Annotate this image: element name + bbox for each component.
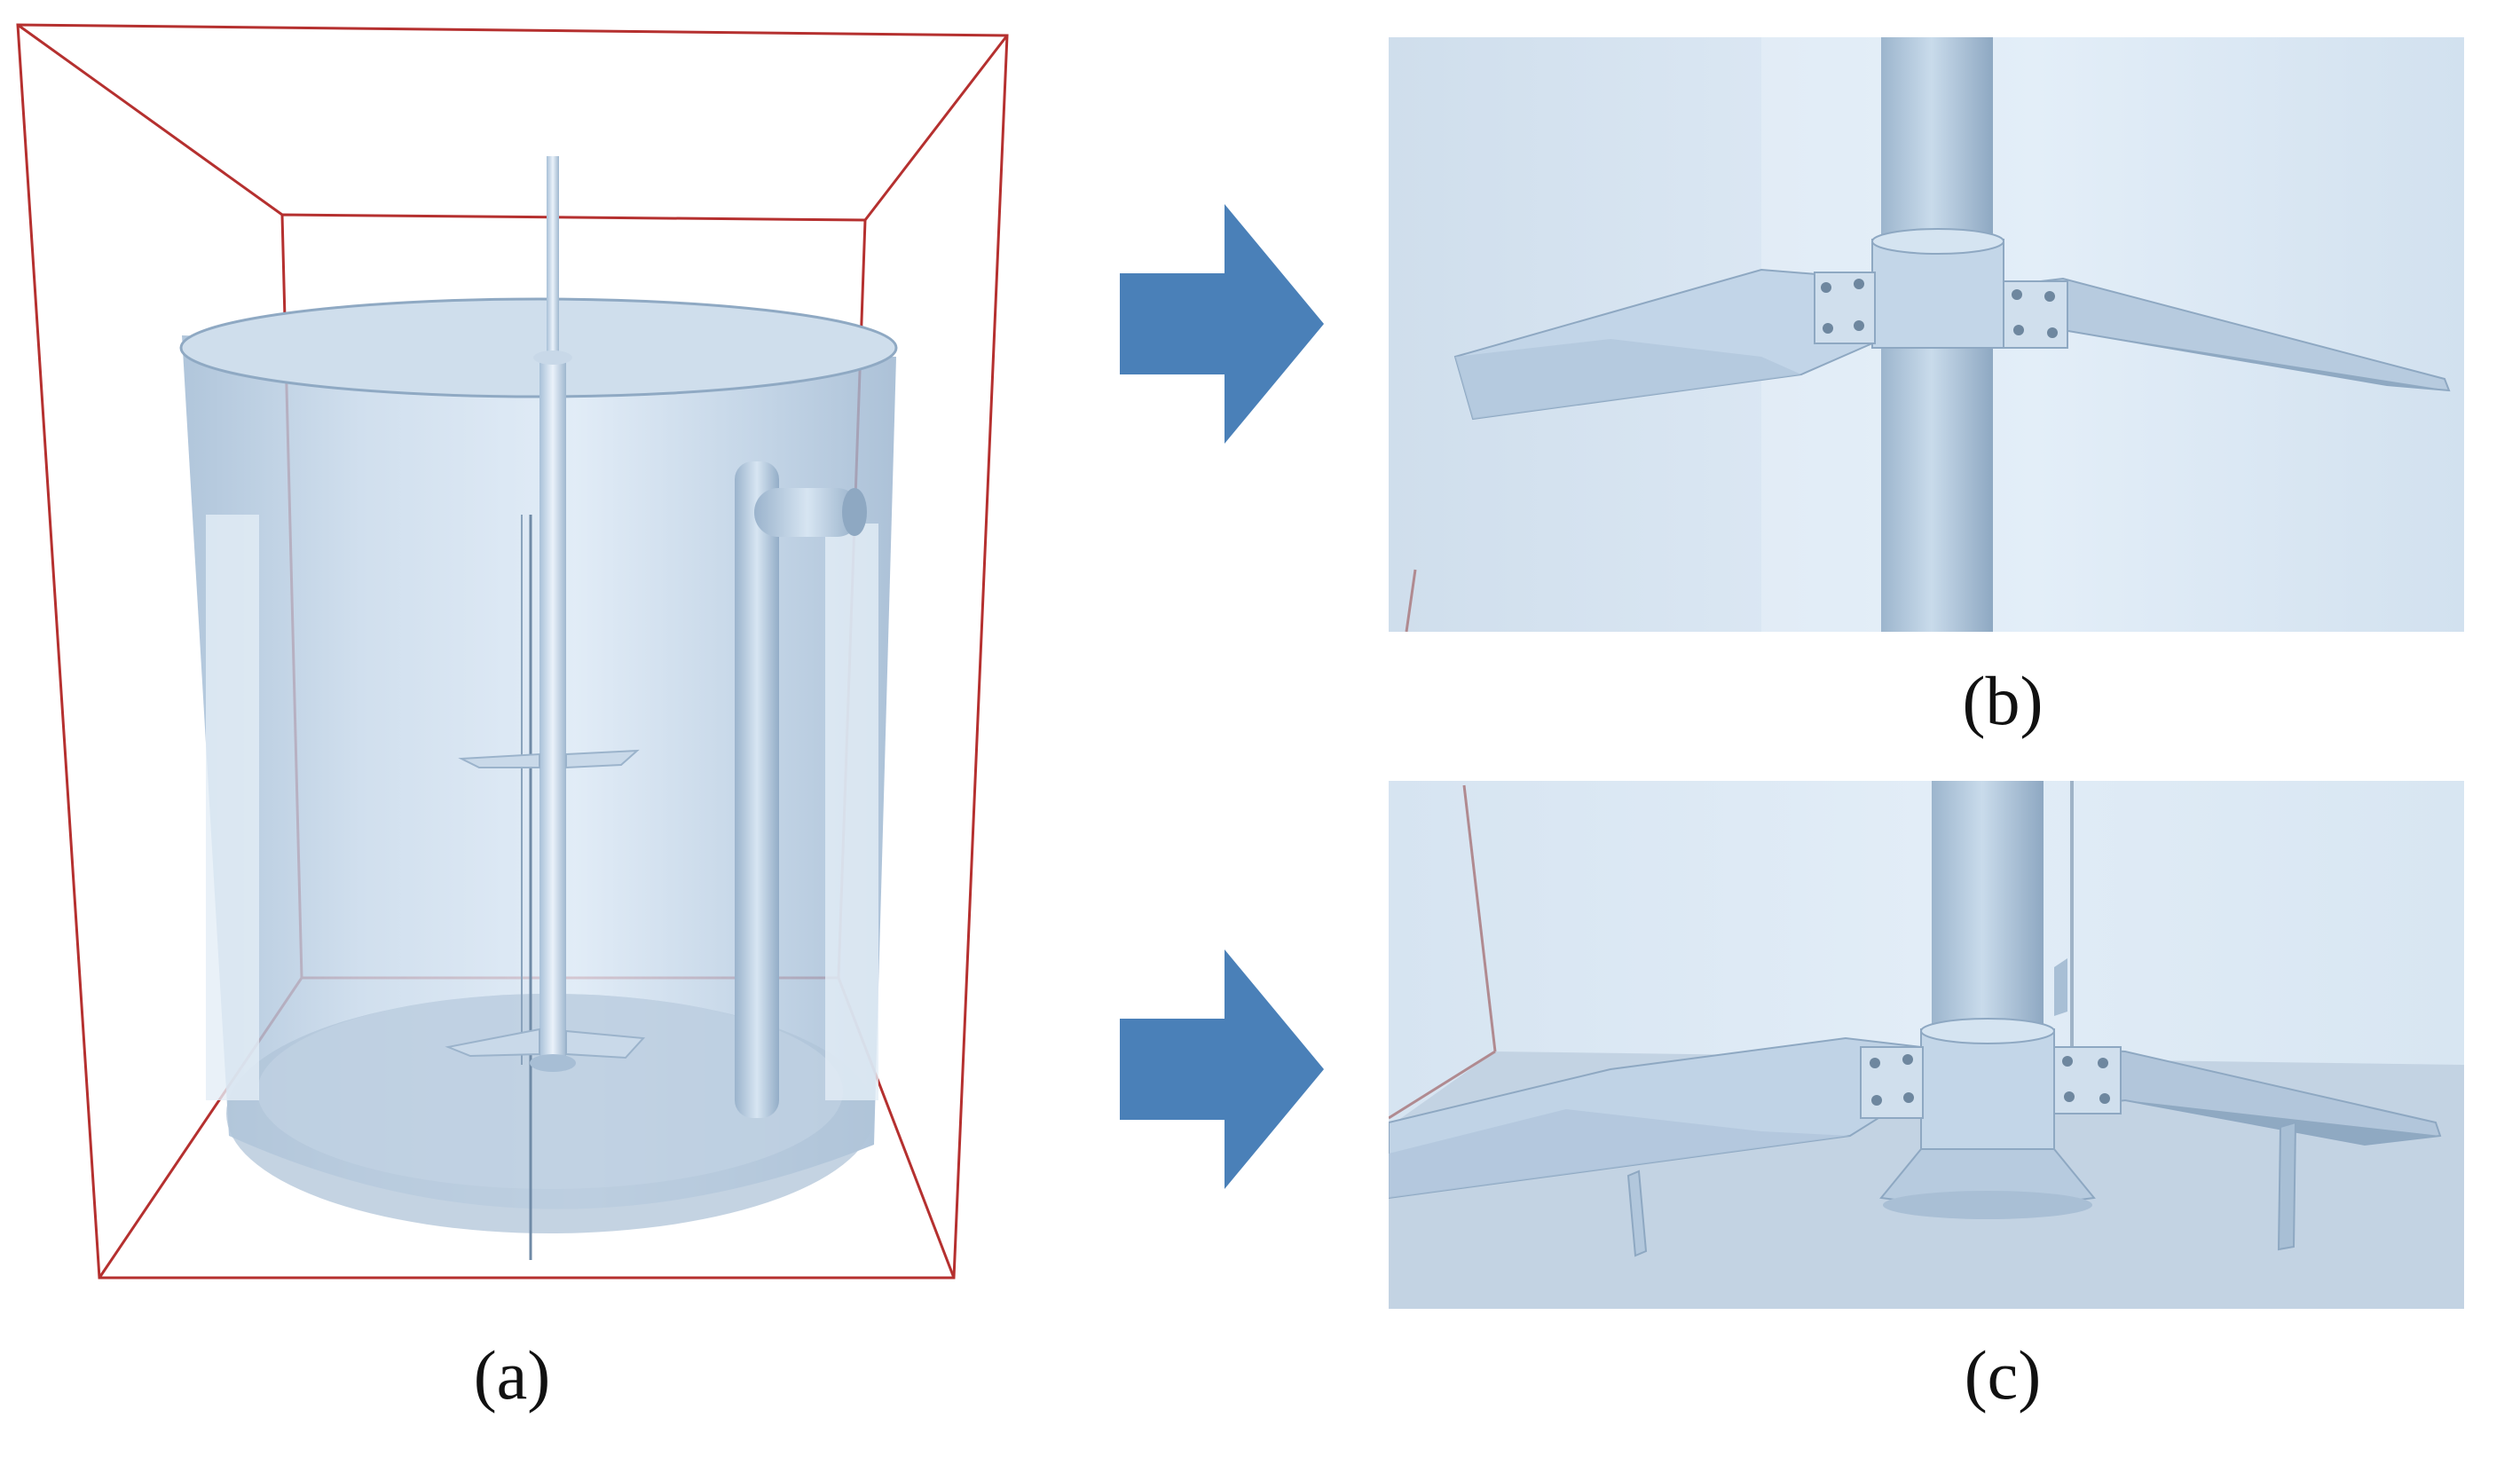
caption-panel-c: (c) (1964, 1336, 2042, 1414)
panel-b-upper-impeller-closeup (1389, 37, 2464, 632)
lower-impeller-render (1389, 781, 2464, 1309)
caption-panel-a: (a) (473, 1336, 551, 1414)
feed-pipe (735, 461, 867, 1118)
arrow-to-panel-b-icon (1120, 204, 1324, 444)
caption-panel-b: (b) (1962, 662, 2044, 739)
upper-impeller (458, 749, 640, 769)
panel-c-lower-impeller-closeup (1389, 781, 2464, 1309)
tank (179, 297, 898, 1260)
stirred-tank-illustration (16, 23, 1009, 1280)
upper-impeller-render (1389, 37, 2464, 632)
lower-impeller (445, 1028, 646, 1072)
arrow-to-panel-c-icon (1120, 949, 1324, 1189)
panel-a-stirred-tank (0, 18, 1029, 1313)
impeller-shaft (533, 156, 572, 1065)
